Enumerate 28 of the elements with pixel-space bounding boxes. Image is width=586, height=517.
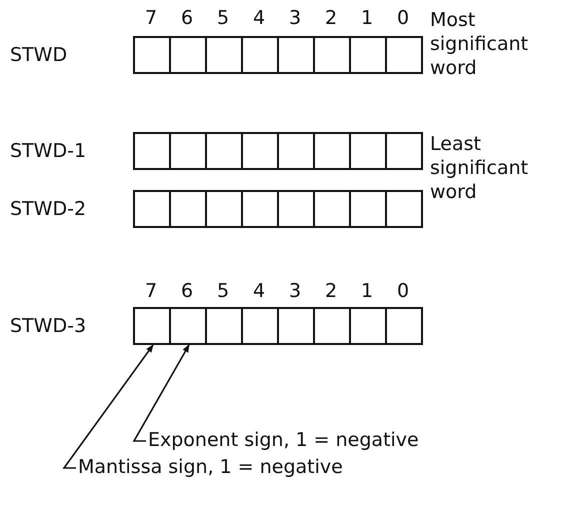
- significance-note: Least significant word: [430, 132, 530, 204]
- bit-number: 0: [397, 6, 410, 30]
- bit-number: 5: [217, 6, 230, 30]
- bit-number: 7: [145, 279, 158, 303]
- bit-number: 3: [289, 279, 302, 303]
- bit-number: 3: [289, 6, 302, 30]
- annotation-text: Mantissa sign, 1 = negative: [78, 455, 343, 479]
- bit-number: 6: [181, 279, 194, 303]
- bit-cell: [169, 307, 207, 345]
- significance-note: Most significant word: [430, 8, 530, 80]
- register-label: STWD: [10, 43, 68, 67]
- register-label: STWD-3: [10, 314, 86, 338]
- bit-number: 2: [325, 6, 338, 30]
- bit-number: 7: [145, 6, 158, 30]
- bit-cell: [133, 307, 171, 345]
- bit-number: 6: [181, 6, 194, 30]
- bit-number: 4: [253, 6, 266, 30]
- bit-number: 1: [361, 279, 374, 303]
- annotation-text: Exponent sign, 1 = negative: [148, 428, 419, 452]
- bit-number: 1: [361, 6, 374, 30]
- bit-number: 5: [217, 279, 230, 303]
- bit-number: 4: [253, 279, 266, 303]
- register-label: STWD-1: [10, 139, 86, 163]
- bit-number: 2: [325, 279, 338, 303]
- leader-line: [62, 344, 154, 469]
- bit-number: 0: [397, 279, 410, 303]
- register-label: STWD-2: [10, 197, 86, 221]
- leader-line: [132, 344, 190, 442]
